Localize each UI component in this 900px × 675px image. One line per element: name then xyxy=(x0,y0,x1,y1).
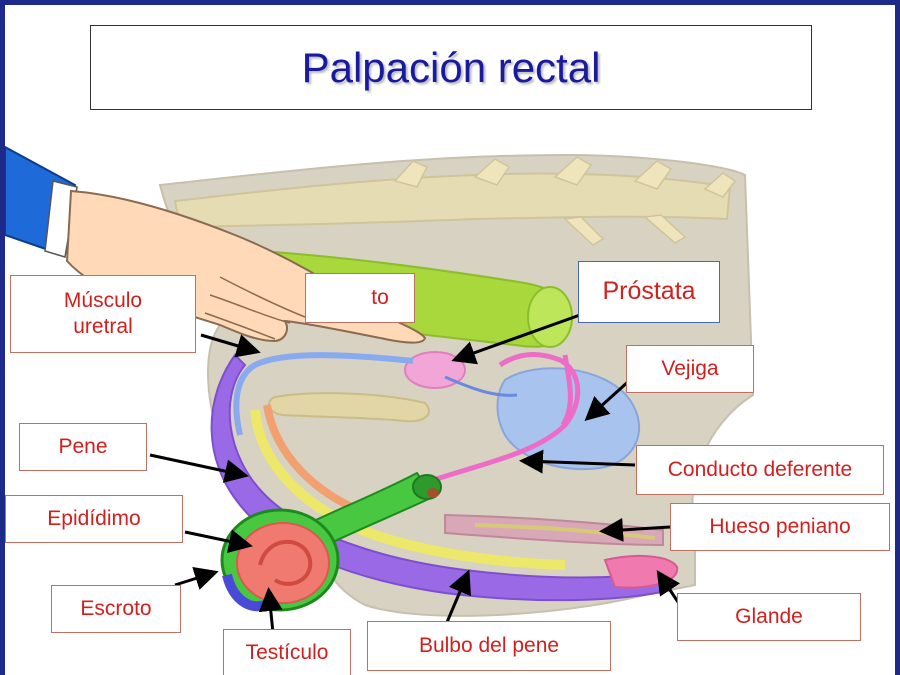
vas-deferens xyxy=(424,352,581,486)
urethra xyxy=(233,352,414,436)
label-testiculo: Testículo xyxy=(223,629,351,675)
vertebral-column xyxy=(173,172,732,229)
label-escroto: Escroto xyxy=(51,585,181,633)
label-vejiga: Vejiga xyxy=(626,345,754,393)
label-glande: Glande xyxy=(677,593,861,641)
label-musculo-uretral: Músculo uretral xyxy=(10,275,196,353)
title-box: Palpación rectal xyxy=(90,25,812,110)
anatomy-diagram xyxy=(5,145,755,634)
testicle xyxy=(236,522,330,604)
slide: Palpación rectal xyxy=(5,5,895,675)
label-epididimo: Epidídimo xyxy=(5,495,183,543)
label-recto-partial: to xyxy=(305,273,415,323)
arrows xyxy=(149,313,682,634)
label-pene: Pene xyxy=(19,423,147,471)
label-conducto-deferente: Conducto deferente xyxy=(636,445,884,495)
label-bulbo-del-pene: Bulbo del pene xyxy=(367,621,611,671)
label-recto-text: to xyxy=(371,285,389,309)
epididymis xyxy=(258,539,313,586)
label-prostata: Próstata xyxy=(578,261,720,323)
pelvis xyxy=(267,392,430,423)
label-hueso-peniano: Hueso peniano xyxy=(670,503,890,551)
slide-title: Palpación rectal xyxy=(301,43,601,91)
